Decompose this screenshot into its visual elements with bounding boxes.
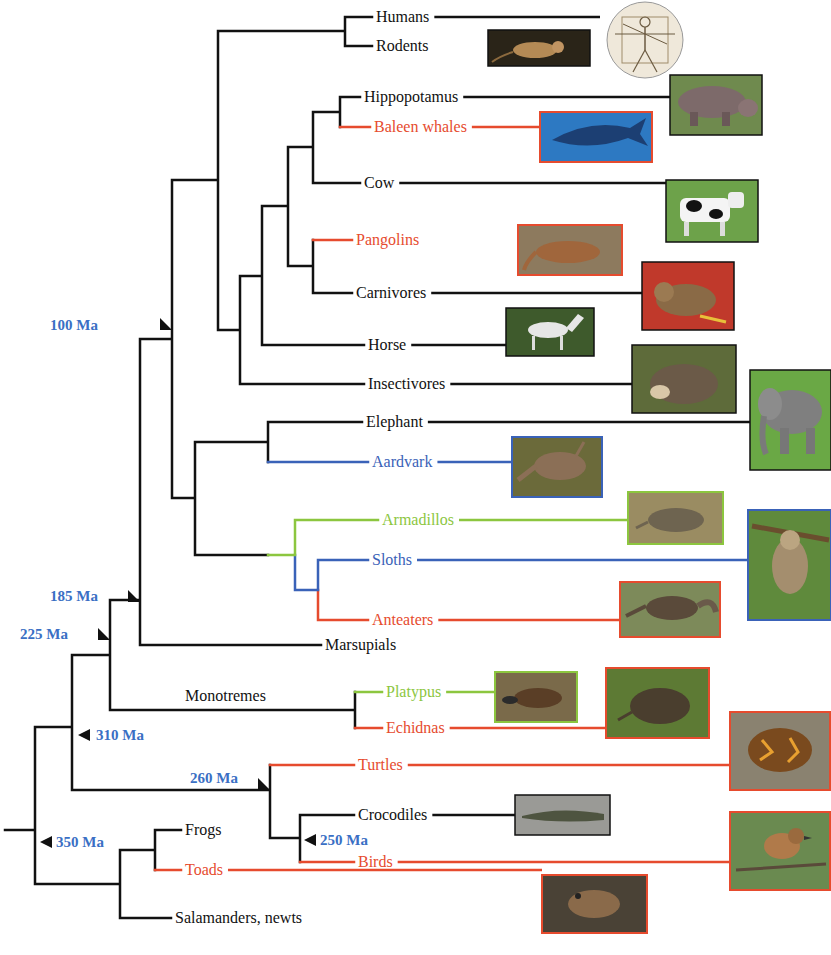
taxon-label: Baleen whales xyxy=(374,117,467,137)
leader-line xyxy=(459,519,628,522)
red-branches xyxy=(155,127,382,870)
vitruvian-picture xyxy=(607,2,683,78)
leader-line xyxy=(408,764,730,767)
taxon-label: Cow xyxy=(364,173,394,193)
sloth-photo xyxy=(748,510,831,620)
taxon-label: Insectivores xyxy=(368,374,445,394)
marker-310 xyxy=(78,729,90,741)
leader-line xyxy=(399,182,666,185)
bird-photo xyxy=(730,812,830,890)
leader-line xyxy=(431,292,642,295)
marker-250 xyxy=(304,834,316,846)
taxon-label: Birds xyxy=(358,852,393,872)
horse-photo xyxy=(506,308,594,356)
time-label: 350 Ma xyxy=(56,832,104,852)
taxon-label: Anteaters xyxy=(372,610,433,630)
marker-185 xyxy=(128,590,140,602)
green-branches xyxy=(268,520,382,692)
aardvark-photo xyxy=(512,437,602,497)
time-markers xyxy=(40,318,316,848)
taxon-label: Pangolins xyxy=(356,230,419,250)
taxon-label: Elephant xyxy=(366,412,423,432)
taxon-label: Platypus xyxy=(386,682,441,702)
whale-photo xyxy=(540,112,652,162)
taxon-label: Marsupials xyxy=(325,635,396,655)
leader-line xyxy=(432,814,515,817)
anteater-photo xyxy=(620,582,720,637)
hippo-photo xyxy=(670,75,762,135)
time-label: 185 Ma xyxy=(50,586,98,606)
clade-label: Monotremes xyxy=(185,686,266,706)
taxon-label: Crocodiles xyxy=(358,805,427,825)
black-branches xyxy=(5,17,372,918)
taxon-label: Carnivores xyxy=(356,283,426,303)
leader-line xyxy=(450,383,632,386)
taxon-label: Horse xyxy=(368,335,406,355)
time-label: 250 Ma xyxy=(320,830,368,850)
time-label: 260 Ma xyxy=(190,768,238,788)
echidna-photo xyxy=(606,668,709,738)
taxon-label: Toads xyxy=(185,860,223,880)
taxon-label: Salamanders, newts xyxy=(175,908,302,928)
leader-line xyxy=(411,344,506,347)
taxon-label: Echidnas xyxy=(386,718,445,738)
taxon-label: Turtles xyxy=(358,755,403,775)
leader-line xyxy=(434,16,600,19)
leader-line xyxy=(428,421,750,424)
leader-line xyxy=(472,126,540,129)
leader-line xyxy=(450,727,606,730)
platypus-photo xyxy=(495,672,577,722)
leader-line xyxy=(417,559,748,562)
elephant-photo xyxy=(750,370,831,470)
toad-photo xyxy=(542,875,647,933)
crocodile-photo xyxy=(515,795,610,835)
marker-100 xyxy=(160,318,172,330)
taxon-label: Armadillos xyxy=(382,510,454,530)
leader-line xyxy=(446,691,495,694)
marker-225 xyxy=(98,628,110,640)
marker-350 xyxy=(40,836,52,848)
taxon-label: Frogs xyxy=(185,820,221,840)
pangolin-photo xyxy=(518,225,622,275)
leader-line xyxy=(463,96,670,99)
leader-line xyxy=(438,619,620,622)
time-label: 100 Ma xyxy=(50,315,98,335)
blue-branches xyxy=(268,462,368,590)
leader-line xyxy=(398,861,730,864)
cow-photo xyxy=(666,180,758,242)
taxon-label: Rodents xyxy=(376,36,428,56)
cat-photo xyxy=(642,262,734,330)
leader-line xyxy=(437,461,512,464)
taxon-label: Aardvark xyxy=(372,452,432,472)
rodent-photo xyxy=(488,30,590,66)
taxon-label: Humans xyxy=(376,7,429,27)
armadillo-photo xyxy=(628,492,723,544)
hedgehog-photo xyxy=(632,345,736,413)
marker-260 xyxy=(258,778,270,790)
time-label: 225 Ma xyxy=(20,624,68,644)
turtle-photo xyxy=(730,712,830,790)
taxon-label: Hippopotamus xyxy=(364,87,458,107)
time-label: 310 Ma xyxy=(96,725,144,745)
taxon-label: Sloths xyxy=(372,550,412,570)
